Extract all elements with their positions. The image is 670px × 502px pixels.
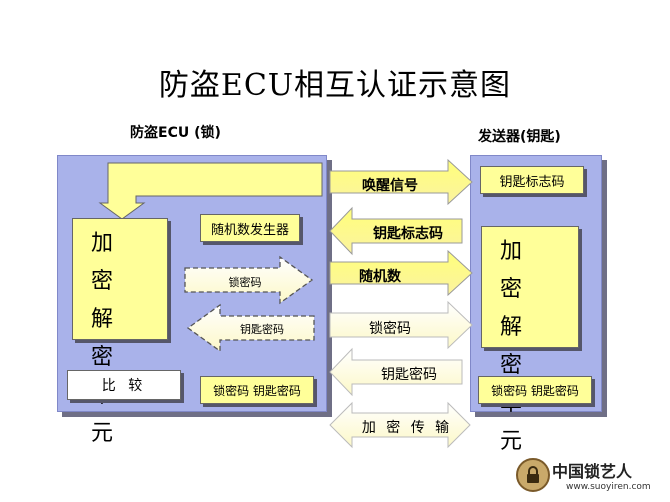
page-title: 防盗ECU相互认证示意图	[158, 68, 512, 103]
key-code-label: 钥匙密码	[240, 323, 284, 336]
t-crypto-line-2: 解 密	[500, 315, 535, 378]
transmitter-crypto-unit: 加 密 解 密 单 元	[481, 226, 579, 454]
key-id-link-label: 钥匙标志码	[373, 226, 443, 242]
bent-arrow	[98, 162, 323, 220]
ecu-label: 防盗ECU (锁)	[130, 125, 221, 141]
lock-code-label: 锁密码	[228, 276, 262, 289]
crypto-line-2: 解 密	[91, 307, 126, 370]
key-id-arrow	[329, 206, 463, 256]
wakeup-label: 唤醒信号	[362, 178, 418, 194]
encrypted-link-arrow	[329, 401, 471, 449]
lock-icon	[527, 466, 539, 483]
random-generator: 随机数发生器	[200, 214, 300, 242]
ecu-stored-codes: 锁密码 钥匙密码	[200, 376, 314, 404]
lock-code-arrow	[184, 255, 314, 305]
random-label: 随机数	[359, 269, 401, 285]
watermark-url: www.suoyiren.com	[566, 482, 651, 492]
key-code-link-arrow	[329, 347, 463, 397]
key-id-box: 钥匙标志码	[480, 166, 584, 194]
key-code-link-label: 钥匙密码	[381, 367, 437, 383]
watermark-site: 中国锁艺人	[552, 462, 633, 481]
compare-box: 比 较	[67, 370, 181, 400]
encrypted-link-label: 加 密 传 输	[361, 420, 453, 436]
lock-code-link-arrow	[329, 300, 473, 350]
wakeup-arrow	[329, 158, 473, 206]
key-code-arrow	[186, 303, 315, 353]
random-arrow	[329, 249, 473, 297]
ecu-crypto-unit: 加 密 解 密 单 元	[72, 218, 168, 446]
crypto-line-1: 加 密	[91, 231, 126, 294]
lock-code-link-label: 锁密码	[369, 321, 411, 337]
transmitter-label: 发送器(钥匙)	[478, 129, 561, 145]
t-crypto-line-1: 加 密	[500, 239, 535, 302]
watermark-seal-icon	[516, 458, 550, 492]
transmitter-stored-codes: 锁密码 钥匙密码	[478, 376, 592, 404]
